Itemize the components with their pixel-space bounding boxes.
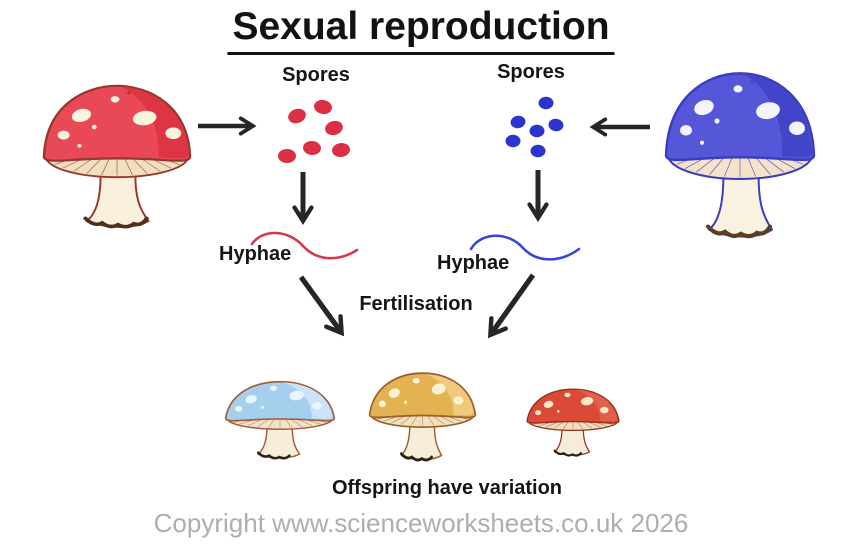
blue-spore-dot (510, 115, 526, 129)
blue-spore-dot (538, 96, 554, 110)
fertilisation-label: Fertilisation (359, 293, 473, 315)
hyphae-label-left: Hyphae (219, 243, 292, 265)
parent-mushroom-red (38, 76, 196, 230)
offspring-variation-label: Offspring have variation (331, 477, 563, 499)
offspring-mushroom-yellow (366, 369, 479, 462)
arrow-blue-hyphae-to-fertilisation (487, 273, 536, 339)
spores-label-right: Spores (497, 61, 565, 83)
blue-spore-dot (548, 118, 564, 132)
blue-spore-dot (529, 124, 545, 138)
page-title-text: Sexual reproduction (227, 5, 615, 55)
arrow-red-hyphae-to-fertilisation (298, 275, 345, 337)
page-title: Sexual reproduction (227, 5, 615, 55)
offspring-mushroom-red (524, 386, 622, 457)
copyright-text: Copyright www.scienceworksheets.co.uk 20… (153, 508, 689, 538)
blue-spore-cluster (505, 96, 564, 158)
red-spore-dot (278, 149, 296, 163)
parent-mushroom-blue (660, 62, 820, 240)
spores-label-left: Spores (282, 64, 350, 86)
red-spore-dot (288, 108, 306, 124)
red-spore-dot (314, 99, 332, 115)
hyphae-label-right: Hyphae (437, 252, 510, 274)
red-spore-cluster (278, 99, 350, 163)
blue-spore-dot (505, 134, 521, 148)
red-spore-dot (303, 140, 321, 156)
offspring-mushroom-blue (222, 378, 338, 460)
blue-spore-dot (530, 144, 546, 158)
red-spore-dot (325, 120, 343, 136)
red-spore-dot (332, 142, 350, 158)
